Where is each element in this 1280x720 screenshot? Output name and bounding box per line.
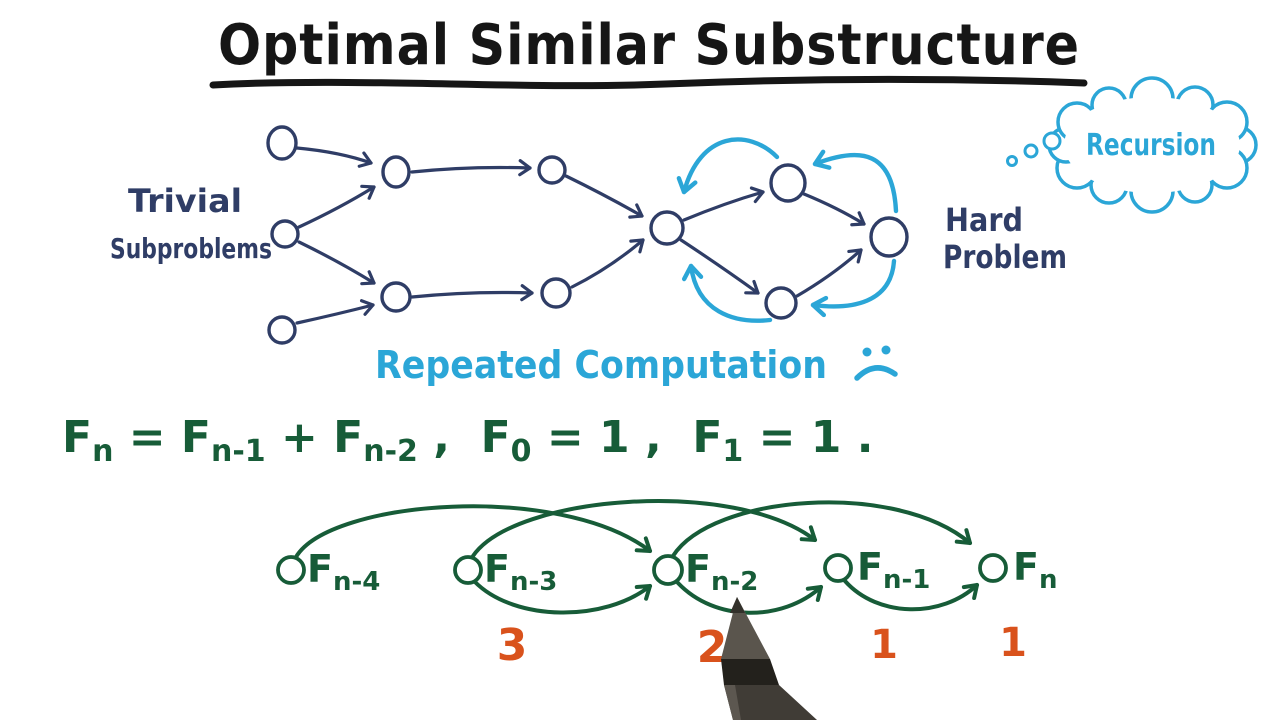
dag-node-m3 — [537, 155, 567, 185]
label-fn2: Fn-2 — [685, 547, 758, 597]
chain-node-fn3 — [453, 555, 483, 585]
page-title: Optimal Similar Substructure — [218, 13, 1080, 78]
edge-t2-m2 — [297, 240, 376, 286]
chain-node-fn1 — [823, 553, 853, 583]
count-fn3: 3 — [497, 620, 528, 671]
thought-bubble-small — [1006, 155, 1018, 167]
chain-arcs — [294, 499, 979, 615]
pen-point — [730, 597, 745, 613]
count-fn1: 1 — [870, 622, 898, 668]
formula-text: Fn = Fn-1 + Fn-2 , F0 = 1 , F1 = 1 . — [62, 412, 873, 469]
trivial-label-line1: Trivial — [128, 182, 242, 220]
trivial-label-line2: Subproblems — [110, 232, 272, 265]
dag-node-c — [649, 210, 685, 246]
dag-node-r1 — [769, 163, 807, 203]
back-edge-r1-c — [676, 137, 780, 195]
step-arc-n1-n0 — [843, 579, 979, 612]
label-fn: Fn — [1013, 545, 1057, 595]
title-underline — [209, 75, 1088, 90]
dag-node-hard — [869, 216, 909, 258]
edge-m4-c — [570, 238, 645, 289]
dag-edges — [295, 146, 866, 325]
recursion-cloud-label: Recursion — [1086, 128, 1216, 163]
step-arc-n3-n2 — [473, 580, 652, 615]
hard-label-line1: Hard — [945, 201, 1023, 239]
edge-r1-hard — [802, 192, 866, 227]
dag-node-t3 — [267, 315, 297, 345]
fibonacci-formula: Fn = Fn-1 + Fn-2 , F0 = 1 , F1 = 1 . — [62, 412, 873, 469]
edge-r2-hard — [795, 248, 863, 298]
label-fn4: Fn-4 — [307, 547, 380, 597]
caption-text: Repeated Computation — [375, 343, 827, 387]
chain-node-labels: Fn-4 Fn-3 Fn-2 Fn-1 Fn — [307, 545, 1057, 597]
edge-c-r1 — [682, 186, 765, 222]
edge-t2-m1 — [297, 184, 376, 229]
edge-t3-m2 — [295, 299, 375, 325]
thought-bubble-medium — [1023, 143, 1039, 159]
sad-face-icon — [854, 345, 898, 381]
recursion-back-edges — [676, 137, 899, 323]
count-fn: 1 — [999, 620, 1027, 666]
thought-bubble-large — [1042, 131, 1062, 151]
dag-node-m1 — [381, 155, 411, 189]
back-edge-hard-r2 — [810, 258, 897, 318]
pen-cone — [721, 597, 770, 659]
edge-m3-c — [564, 174, 644, 219]
chain-node-fn — [978, 553, 1008, 583]
dag-node-m2 — [380, 281, 412, 313]
pen-body — [724, 685, 817, 720]
label-fn1: Fn-1 — [857, 545, 930, 595]
edge-m1-m3 — [410, 159, 532, 177]
edge-c-r2 — [679, 238, 760, 295]
recursion-cloud: Recursion — [1047, 76, 1258, 214]
chain-node-fn2 — [652, 554, 684, 586]
skip-arc-n2-n0 — [671, 500, 972, 558]
chain-nodes — [276, 553, 1008, 586]
dag-node-r2 — [764, 286, 798, 320]
cloud-body — [1064, 97, 1240, 193]
pen-body-highlight — [724, 685, 741, 720]
dag-node-t1 — [266, 125, 298, 161]
thought-bubbles — [1006, 131, 1062, 167]
edge-m2-m4 — [410, 284, 534, 302]
trivial-subproblems-label: Trivial Subproblems — [110, 182, 272, 265]
dag-nodes — [266, 125, 909, 345]
back-edge-r2-c — [681, 263, 773, 323]
skip-arc-n3-n1 — [471, 499, 817, 558]
edge-t1-m1 — [295, 146, 373, 168]
hard-problem-label: Hard Problem — [943, 201, 1067, 276]
chain-node-fn4 — [276, 555, 306, 585]
pen-stylus — [721, 597, 817, 720]
dag-node-t2 — [270, 219, 300, 249]
step-arc-n2-n1 — [676, 581, 823, 615]
back-edge-hard-r1 — [812, 149, 899, 214]
repeated-computation-caption: Repeated Computation — [375, 343, 898, 387]
dag-node-m4 — [540, 277, 572, 309]
skip-arc-n4-n2 — [294, 504, 652, 559]
pen-band — [721, 659, 779, 685]
hard-label-line2: Problem — [943, 238, 1067, 276]
fibonacci-chain: Fn-4 Fn-3 Fn-2 Fn-1 Fn — [276, 499, 1057, 615]
label-fn3: Fn-3 — [484, 547, 557, 597]
